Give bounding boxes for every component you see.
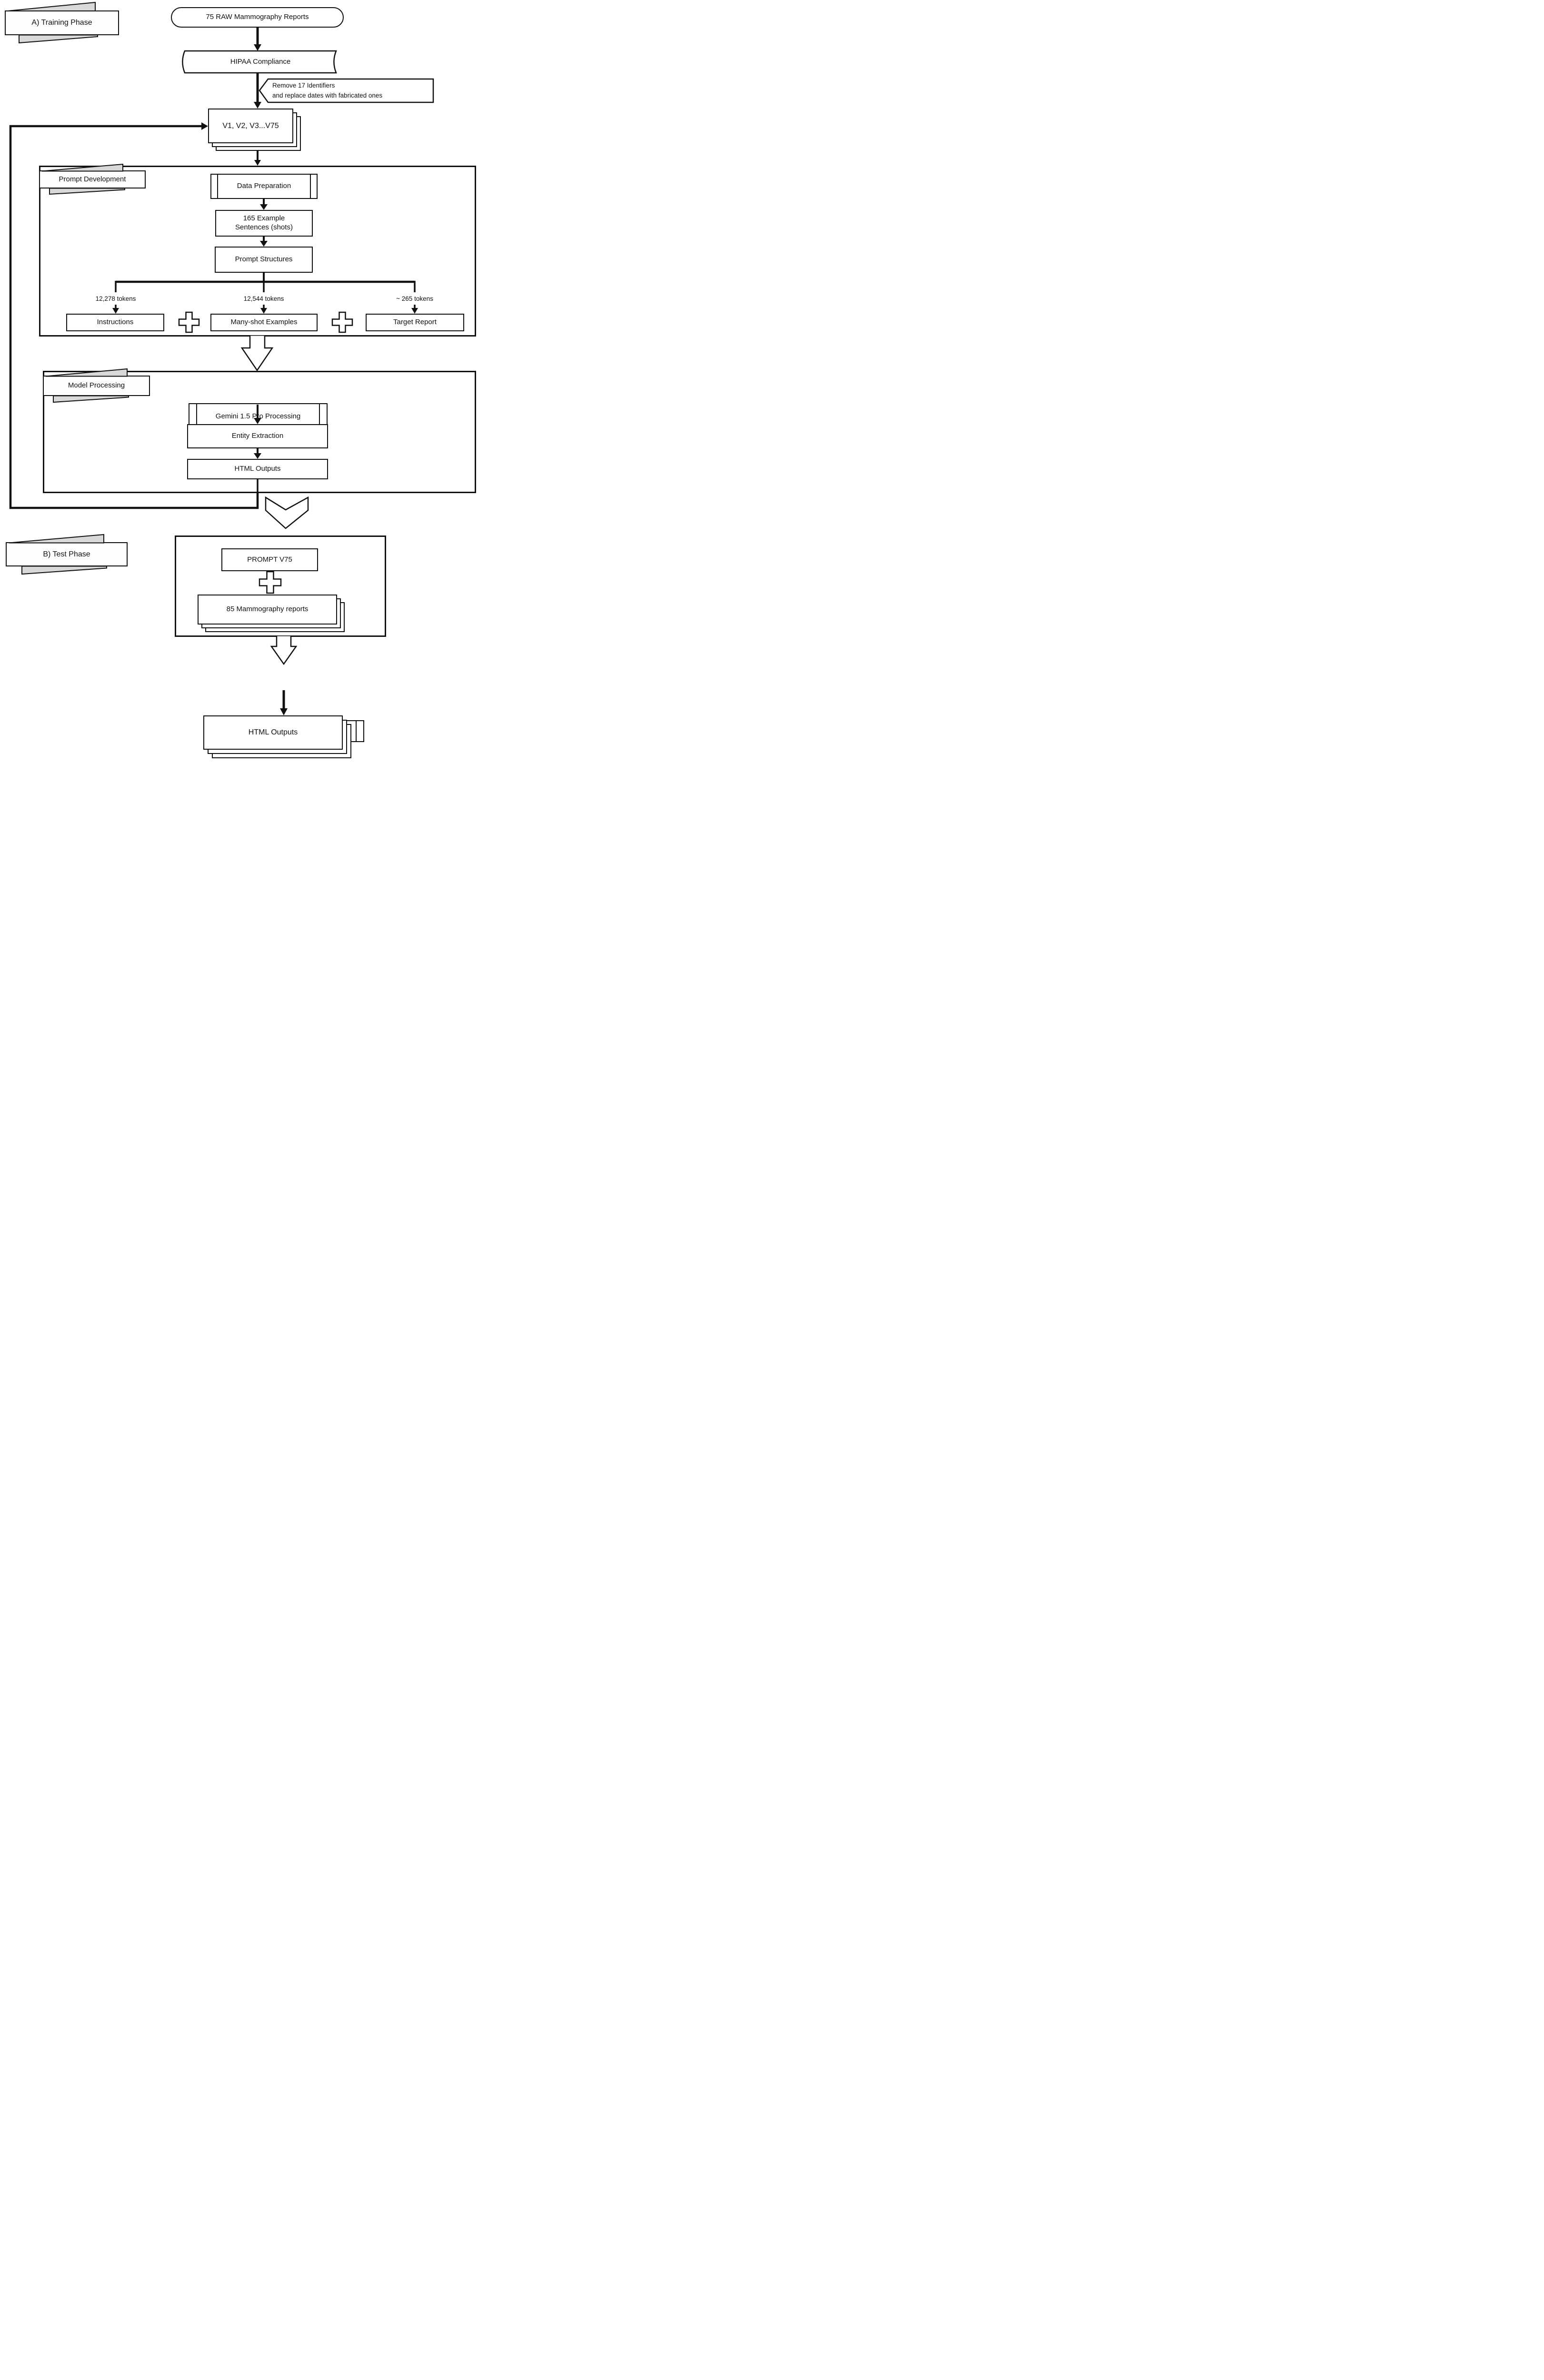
html-outputs-node-test: HTML Outputs (203, 715, 343, 750)
prompt-structures-node: Prompt Structures (215, 247, 313, 273)
example-sentences-line2: Sentences (shots) (235, 223, 293, 231)
data-preparation-node: Data Preparation (210, 174, 318, 199)
arrow-raw-to-hipaa (254, 28, 261, 51)
tokens-text: 12,544 tokens (243, 295, 284, 302)
entity-extraction-label: Entity Extraction (231, 432, 284, 440)
gemini-processing-label-training: Gemini 1.5 Pro Processing (215, 412, 301, 420)
prompt-development-banner: Prompt Development (39, 170, 146, 188)
test-phase-banner: B) Test Phase (6, 542, 128, 566)
block-arrow-promptdev-to-model (240, 336, 274, 372)
example-sentences-label: 165 Example Sentences (shots) (235, 214, 293, 232)
model-processing-banner: Model Processing (43, 376, 150, 396)
html-outputs-node-training: HTML Outputs (187, 459, 328, 479)
arrow-versions-to-promptdev (254, 151, 261, 166)
html-outputs-label-training: HTML Outputs (234, 465, 281, 473)
arrow-gemini-to-html-test (280, 690, 288, 715)
training-phase-banner: A) Training Phase (5, 10, 119, 35)
arrow-hipaa-to-versions (254, 73, 261, 109)
predef-sideline (217, 175, 218, 198)
prompt-v75-node: PROMPT V75 (221, 548, 318, 571)
raw-reports-label: 75 RAW Mammography Reports (206, 13, 309, 21)
example-sentences-line1: 165 Example (243, 214, 285, 223)
reports-label: 85 Mammography reports (226, 605, 309, 614)
predef-sideline (319, 404, 320, 429)
versions-label: V1, V2, V3...V75 (222, 121, 279, 130)
prompt-development-banner-label: Prompt Development (59, 175, 126, 183)
target-tokens-label: ~ 265 tokens (375, 293, 454, 304)
prompt-structures-label: Prompt Structures (235, 255, 293, 264)
callout-line1: Remove 17 Identifiers (272, 81, 335, 89)
manyshot-tokens-label: 12,544 tokens (224, 293, 303, 304)
predef-sideline (356, 721, 357, 741)
tokens-text: ~ 265 tokens (396, 295, 433, 302)
prompt-v75-label: PROMPT V75 (247, 555, 292, 564)
target-report-node: Target Report (366, 314, 464, 331)
instructions-label: Instructions (97, 318, 134, 327)
hipaa-label: HIPAA Compliance (230, 57, 291, 66)
manyshot-examples-label: Many-shot Examples (230, 318, 298, 327)
flowchart-canvas: A) Training Phase Prompt Development Mod… (0, 0, 483, 762)
chevron-down-icon (265, 496, 309, 529)
target-report-label: Target Report (393, 318, 437, 327)
manyshot-examples-node: Many-shot Examples (210, 314, 318, 331)
data-preparation-label: Data Preparation (237, 182, 291, 190)
html-outputs-label-test: HTML Outputs (248, 728, 298, 736)
hipaa-node: HIPAA Compliance (185, 51, 336, 73)
raw-reports-node: 75 RAW Mammography Reports (171, 7, 344, 28)
reports-node: 85 Mammography reports (198, 595, 337, 625)
test-phase-banner-label: B) Test Phase (43, 550, 90, 558)
model-processing-banner-label: Model Processing (68, 381, 125, 390)
deidentification-callout: Remove 17 Identifiers and replace dates … (272, 79, 432, 102)
instructions-node: Instructions (66, 314, 164, 331)
entity-extraction-node: Entity Extraction (187, 424, 328, 448)
training-phase-banner-label: A) Training Phase (31, 19, 92, 27)
predef-sideline (310, 175, 311, 198)
block-arrow-test-to-gemini (270, 636, 298, 665)
instructions-tokens-label: 12,278 tokens (76, 293, 155, 304)
tokens-text: 12,278 tokens (95, 295, 136, 302)
callout-line2: and replace dates with fabricated ones (272, 91, 383, 99)
versions-node: V1, V2, V3...V75 (208, 109, 293, 143)
example-sentences-node: 165 Example Sentences (shots) (215, 210, 313, 237)
